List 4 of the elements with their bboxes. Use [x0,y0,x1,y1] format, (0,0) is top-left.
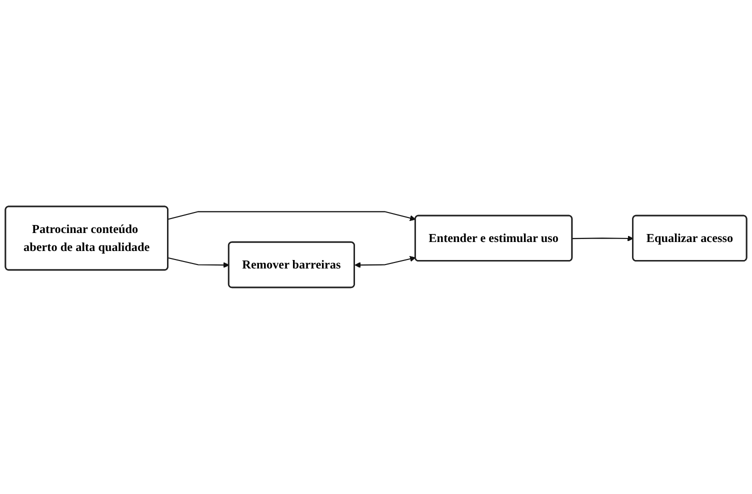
arrow [354,256,416,268]
arrow [168,211,416,222]
arrow [572,236,634,242]
arrow [168,257,230,268]
